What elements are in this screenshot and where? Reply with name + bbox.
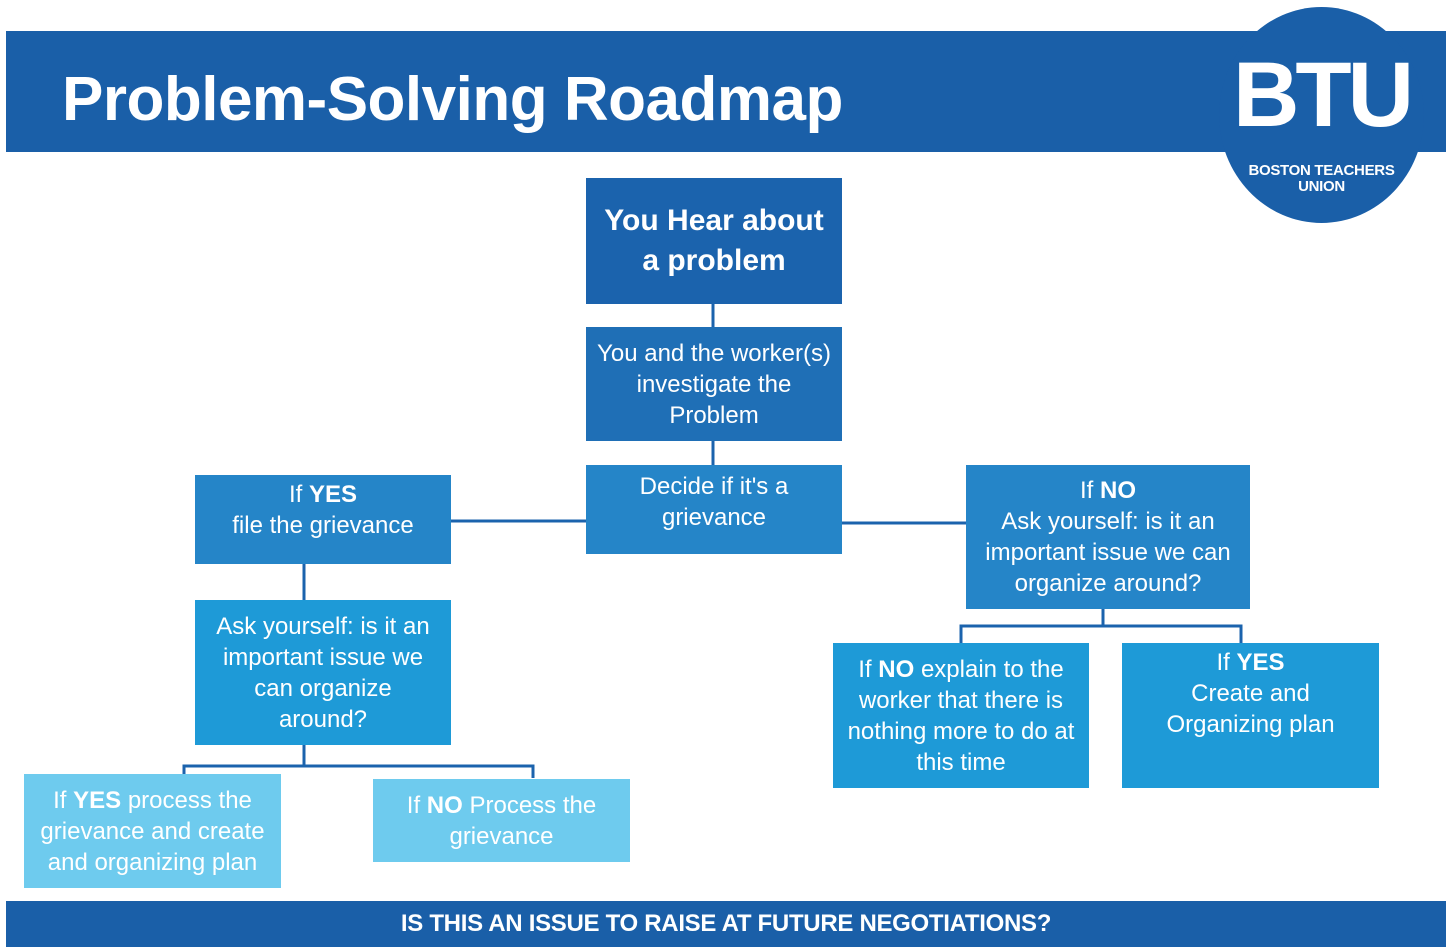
node-yes-ask-organize: Ask yourself: is it an important issue w… bbox=[195, 600, 451, 745]
node-no-yes-bold: YES bbox=[1236, 649, 1285, 676]
logo-line-2: UNION bbox=[1298, 178, 1345, 195]
node-yes-file-text: If YES file the grievance bbox=[232, 479, 413, 541]
node-no-no-text: If NO explain to the worker that there i… bbox=[847, 654, 1075, 778]
node-no-yes-text: If YES Create and Organizing plan bbox=[1130, 647, 1371, 740]
node-yes-yes-rest: process the grievance and create and org… bbox=[40, 786, 265, 876]
node-yes-no-bold: NO bbox=[426, 791, 463, 819]
node-yes-file-grievance: If YES file the grievance bbox=[195, 475, 451, 564]
node-no-yes-prefix: If bbox=[1216, 649, 1237, 676]
footer-text: IS THIS AN ISSUE TO RAISE AT FUTURE NEGO… bbox=[400, 910, 1052, 937]
logo-line-1: BOSTON TEACHERS bbox=[1248, 162, 1395, 179]
node-decide-text: Decide if it's a grievance bbox=[639, 473, 789, 531]
btu-logo: BTU BOSTON TEACHERS UNION bbox=[1219, 7, 1424, 223]
connector-noask-branches bbox=[959, 624, 1243, 643]
node-no-ask-prefix: If bbox=[1079, 477, 1100, 504]
connector-ask-branches bbox=[182, 764, 535, 778]
node-no-ask-organize: If NO Ask yourself: is it an important i… bbox=[966, 465, 1250, 609]
title-banner bbox=[6, 31, 1446, 152]
node-yes-no-process: If NO Process the grievance bbox=[373, 779, 630, 862]
node-investigate: You and the worker(s) investigate the Pr… bbox=[586, 327, 842, 441]
node-hear-problem-text: You Hear about a problem bbox=[604, 204, 824, 277]
node-no-ask-rest: Ask yourself: is it an important issue w… bbox=[985, 508, 1231, 597]
node-yes-file-bold: YES bbox=[308, 481, 358, 508]
node-no-no-explain: If NO explain to the worker that there i… bbox=[833, 643, 1089, 788]
node-no-ask-bold: NO bbox=[1100, 477, 1136, 504]
node-no-yes-plan: If YES Create and Organizing plan bbox=[1122, 643, 1379, 788]
node-no-ask-text: If NO Ask yourself: is it an important i… bbox=[978, 475, 1238, 599]
node-yes-no-prefix: If bbox=[406, 791, 427, 819]
node-yes-file-rest: file the grievance bbox=[232, 512, 414, 539]
node-no-no-prefix: If bbox=[858, 655, 879, 683]
node-yes-yes-prefix: If bbox=[53, 786, 74, 814]
node-decide-grievance: Decide if it's a grievance bbox=[586, 465, 842, 554]
logo-mark: BTU bbox=[1232, 44, 1414, 146]
node-yes-no-text: If NO Process the grievance bbox=[393, 790, 610, 852]
logo-text: BOSTON TEACHERS UNION bbox=[1219, 163, 1424, 195]
node-no-no-bold: NO bbox=[878, 655, 915, 683]
node-hear-problem: You Hear about a problem bbox=[586, 178, 842, 304]
node-no-yes-rest: Create and Organizing plan bbox=[1166, 680, 1335, 738]
node-yes-ask-text: Ask yourself: is it an important issue w… bbox=[216, 612, 430, 733]
node-investigate-text: You and the worker(s) investigate the Pr… bbox=[597, 339, 831, 429]
footer-banner: IS THIS AN ISSUE TO RAISE AT FUTURE NEGO… bbox=[6, 901, 1446, 947]
node-yes-yes-bold: YES bbox=[73, 786, 122, 814]
page-title: Problem-Solving Roadmap bbox=[62, 65, 843, 134]
node-yes-file-prefix: If bbox=[288, 481, 309, 508]
node-yes-no-rest: Process the grievance bbox=[449, 791, 597, 850]
node-yes-yes-process: If YES process the grievance and create … bbox=[24, 774, 281, 888]
node-no-no-rest: explain to the worker that there is noth… bbox=[847, 655, 1075, 776]
node-yes-yes-text: If YES process the grievance and create … bbox=[30, 785, 275, 878]
